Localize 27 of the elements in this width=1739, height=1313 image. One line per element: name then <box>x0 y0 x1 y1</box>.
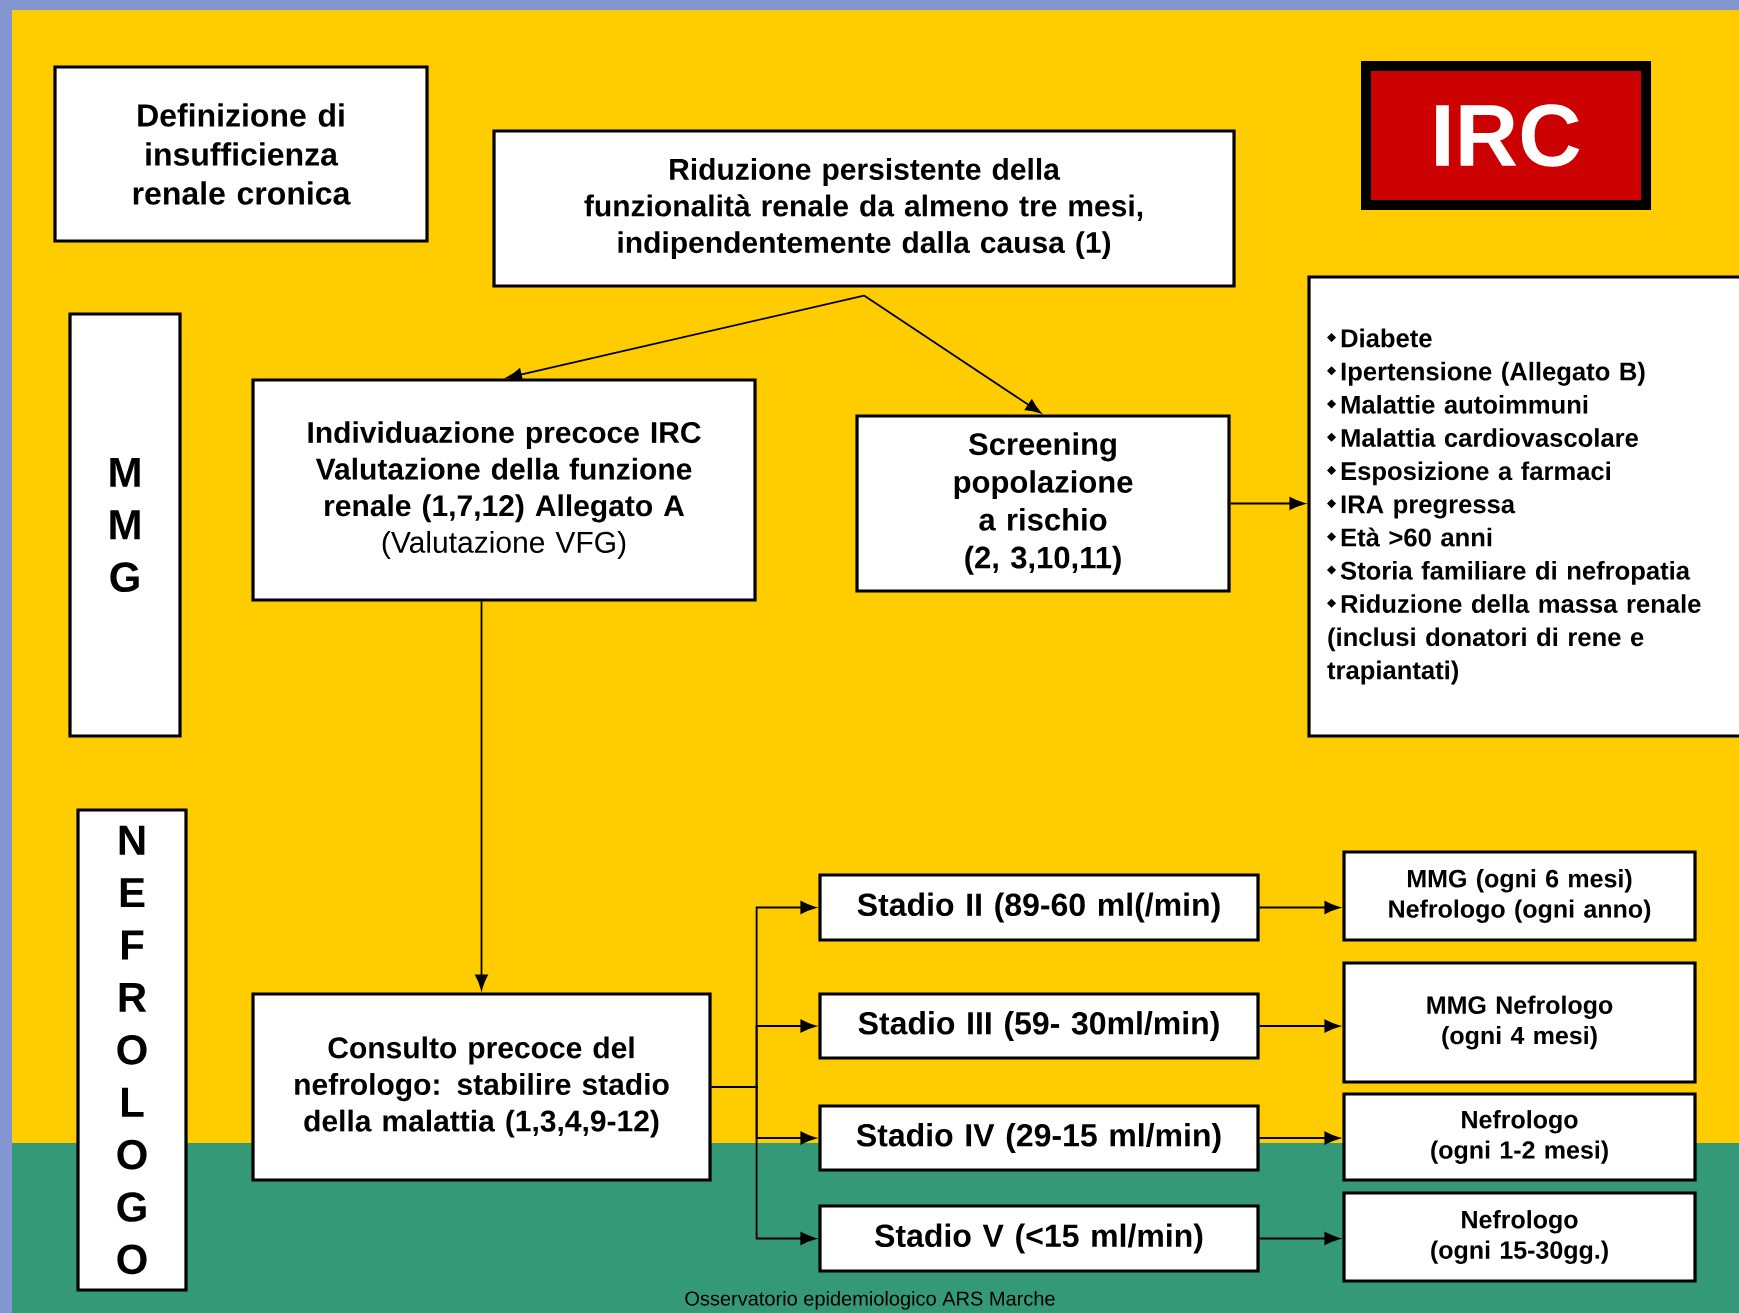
definition-box: Definizione di insufficienza renale cronica <box>53 65 429 243</box>
process-box: Riduzione persistente della funzionalità renale da almeno tre mesi, indipendentemente dalla causa (1) <box>492 129 1236 288</box>
role-band: MMG <box>68 312 182 738</box>
arrow <box>475 600 488 990</box>
arrow <box>710 1086 816 1245</box>
arrow <box>1229 497 1305 510</box>
follow-up-box: MMG (ogni 6 mesi) Nefrologo (ogni anno) <box>1342 850 1697 942</box>
process-box: Screening popolazione a rischio (2, 3,10,11) <box>855 414 1231 593</box>
follow-up-box: Nefrologo (ogni 15-30gg.) <box>1342 1191 1697 1283</box>
arrow <box>1258 1232 1340 1245</box>
risk-factor-list: Diabete Ipertensione (Allegato B) Malattie autoimmuni Malattia cardiovascolare Esposizione a farmaci IRA pregressa Età >60 anni Storia familiare di nefropatia Riduzione della massa renale (inclusi donatori di rene e trapiantati) <box>1307 275 1739 738</box>
follow-up-box: MMG Nefrologo (ogni 4 mesi) <box>1342 961 1697 1084</box>
title-box: IRC <box>1361 61 1651 210</box>
arrow <box>1258 901 1340 914</box>
stage-box: Stadio V (<15 ml/min) <box>818 1204 1260 1273</box>
source-note: Osservatorio epidemiologico ARS Marche <box>685 1291 1055 1310</box>
role-band: NEFROLOGO <box>76 808 188 1292</box>
arrow <box>506 294 865 381</box>
arrow <box>1258 1131 1340 1145</box>
stage-box: Stadio III (59- 30ml/min) <box>818 992 1260 1060</box>
arrow <box>1258 1019 1340 1033</box>
stage-box: Stadio II (89-60 ml(/min) <box>818 873 1260 942</box>
stage-box: Stadio IV (29-15 ml/min) <box>818 1104 1260 1172</box>
arrow <box>863 294 1041 414</box>
process-box: Individuazione precoce IRC Valutazione della funzione renale (1,7,12) Allegato A (Valutazione VFG) <box>251 378 757 602</box>
process-box: Consulto precoce del nefrologo: stabilire stadio della malattia (1,3,4,9-12) <box>251 992 712 1182</box>
follow-up-box: Nefrologo (ogni 1-2 mesi) <box>1342 1092 1697 1182</box>
